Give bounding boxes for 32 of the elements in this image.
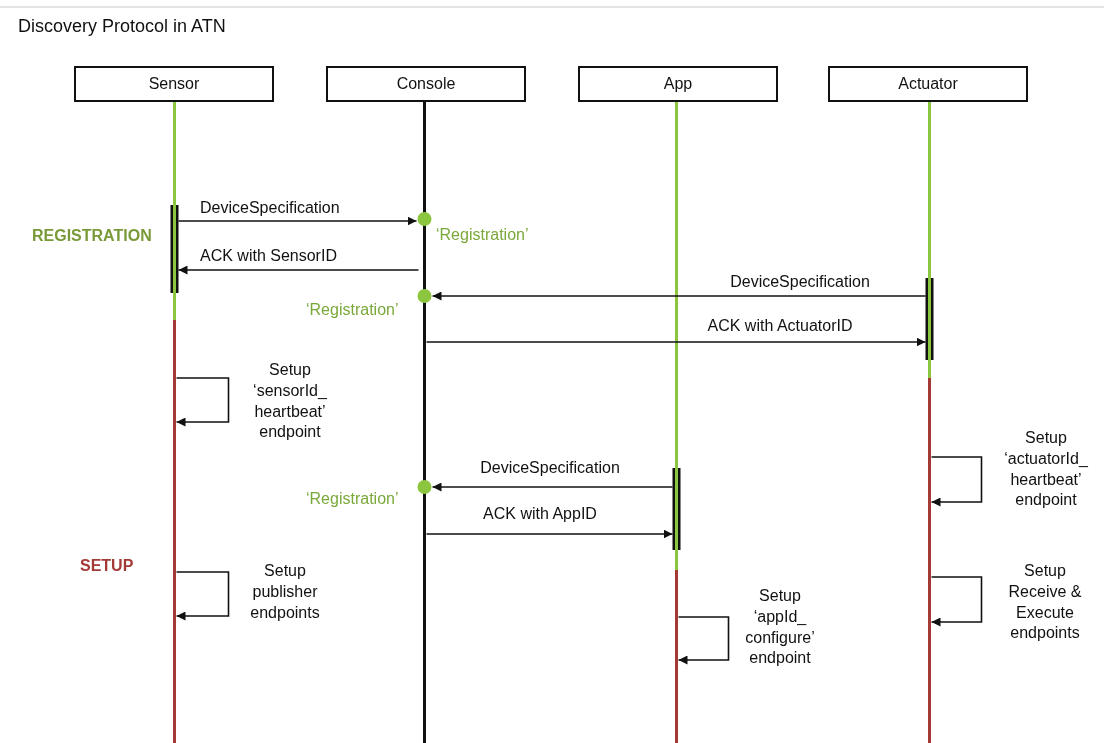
participant-box: Actuator bbox=[828, 66, 1028, 102]
participant-box: App bbox=[578, 66, 778, 102]
edge-label: Setup Receive & Execute endpoints bbox=[1007, 561, 1083, 644]
self-message-arrow bbox=[677, 616, 730, 665]
message-arrow bbox=[425, 337, 927, 347]
edge-label: DeviceSpecification bbox=[729, 272, 871, 292]
self-message-arrow bbox=[930, 576, 983, 627]
message-arrow bbox=[431, 482, 674, 492]
edge-label: Setup publisher endpoints bbox=[249, 561, 321, 623]
edge-label: DeviceSpecification bbox=[479, 458, 621, 478]
participant-box: Sensor bbox=[74, 66, 274, 102]
message-arrow bbox=[177, 216, 418, 226]
diagram-title: Discovery Protocol in ATN bbox=[18, 16, 226, 37]
state-label: ‘Registration’ bbox=[306, 301, 399, 319]
message-arrow bbox=[431, 291, 927, 301]
lifeline bbox=[423, 102, 426, 743]
self-message-arrow bbox=[930, 456, 983, 507]
edge-label: ACK with AppID bbox=[482, 504, 598, 524]
edge-label: ACK with SensorID bbox=[200, 246, 338, 266]
phase-label: REGISTRATION bbox=[32, 227, 152, 245]
message-arrow bbox=[177, 265, 420, 275]
self-message-arrow bbox=[175, 571, 230, 621]
edge-label: ACK with ActuatorID bbox=[706, 316, 854, 336]
participant-box: Console bbox=[326, 66, 526, 102]
self-message-arrow bbox=[175, 377, 230, 427]
phase-label: SETUP bbox=[80, 557, 134, 575]
edge-label: DeviceSpecification bbox=[200, 198, 341, 218]
edge-label: Setup ‘sensorId_ heartbeat’ endpoint bbox=[252, 360, 328, 443]
state-label: ‘Registration’ bbox=[306, 490, 399, 508]
message-arrow bbox=[425, 529, 674, 539]
edge-label: Setup ‘actuatorId_ heartbeat’ endpoint bbox=[1003, 428, 1089, 511]
edge-label: Setup ‘appId_ configure’ endpoint bbox=[744, 586, 816, 669]
